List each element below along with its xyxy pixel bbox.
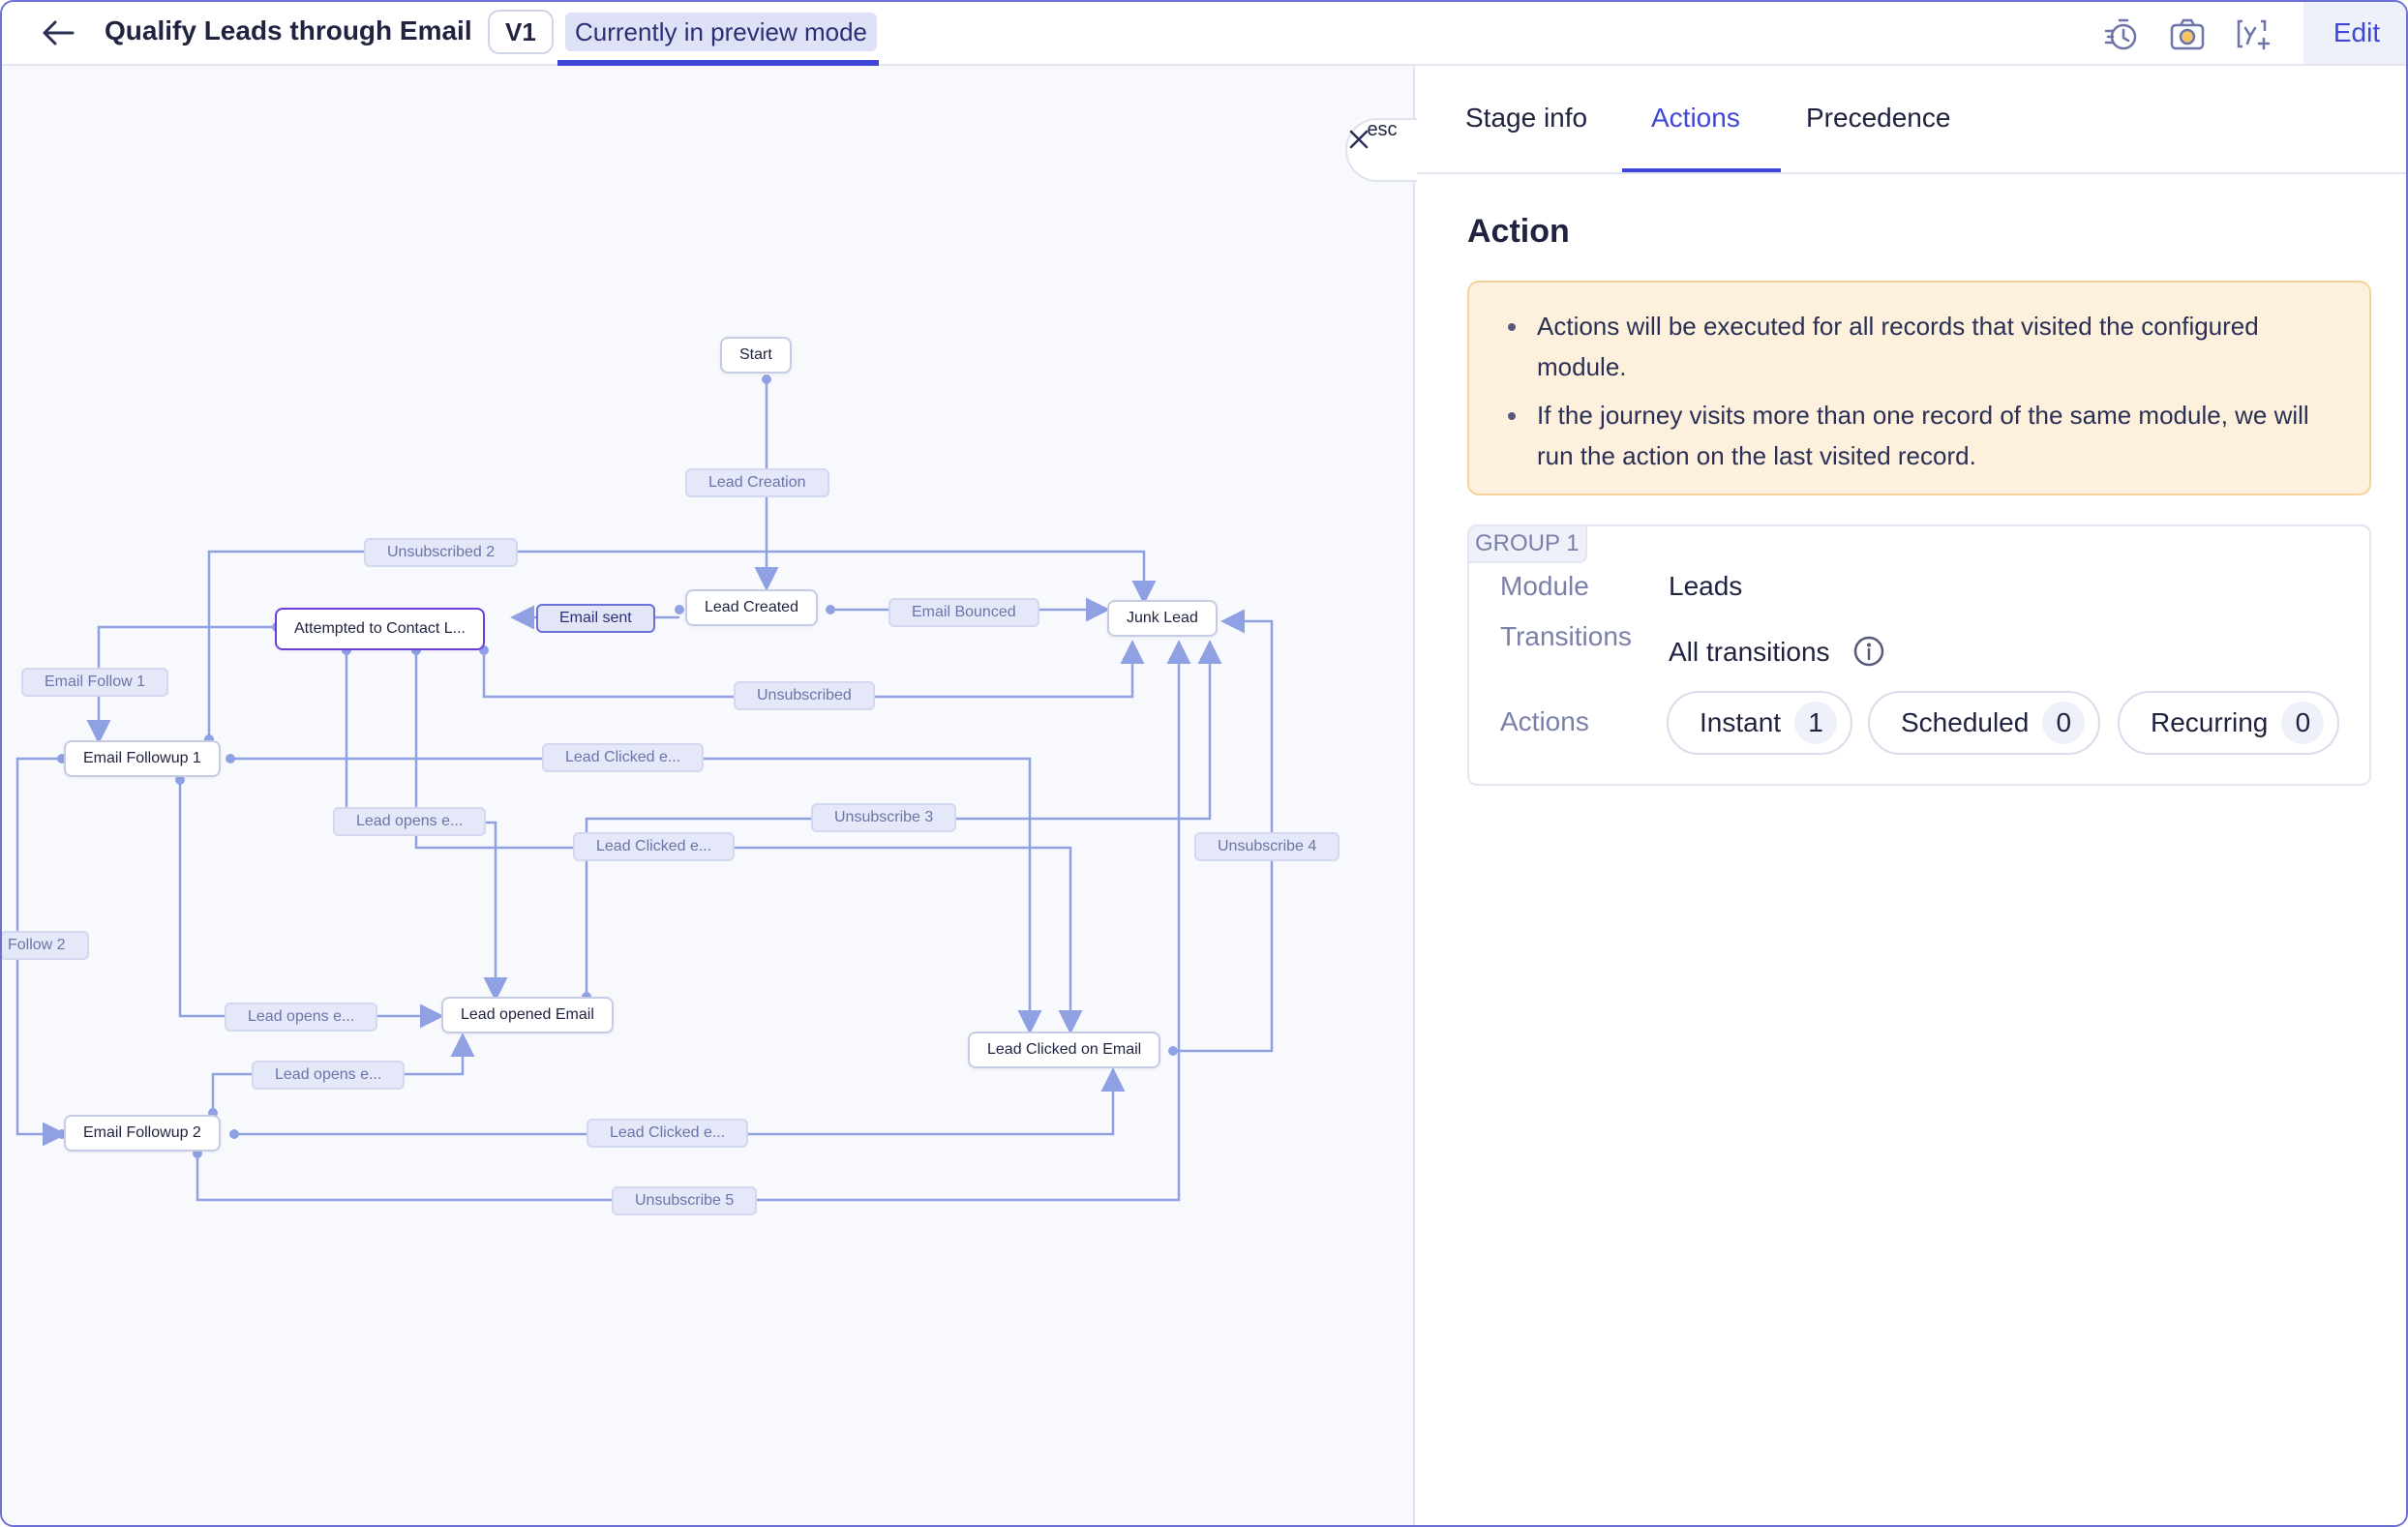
edit-button[interactable]: Edit [2303, 2, 2408, 64]
node-start[interactable]: Start [720, 337, 792, 374]
edge-label[interactable]: Follow 2 [0, 931, 89, 960]
connector-lines [2, 66, 1415, 1527]
instant-actions-button[interactable]: Instant 1 [1667, 691, 1852, 755]
action-group: GROUP 1 Module Leads Transitions All tra… [1467, 524, 2371, 786]
close-panel-button[interactable]: esc [1345, 118, 1417, 182]
edge-label[interactable]: Unsubscribe 5 [612, 1186, 757, 1215]
node-lead-clicked-on-email[interactable]: Lead Clicked on Email [968, 1032, 1160, 1068]
edge-label[interactable]: Lead opens e... [333, 807, 486, 836]
edge-label[interactable]: Email sent [536, 604, 655, 633]
edge-label[interactable]: Lead Clicked e... [587, 1119, 748, 1148]
module-value: Leads [1669, 571, 1742, 602]
edge-label[interactable]: Lead Clicked e... [573, 832, 735, 861]
edge-label[interactable]: Email Bounced [888, 598, 1039, 627]
info-notice: Actions will be executed for all records… [1467, 281, 2371, 495]
page-title: Qualify Leads through Email [105, 15, 472, 46]
panel-tabs: Stage info Actions Precedence [1417, 66, 2408, 174]
tab-precedence[interactable]: Precedence [1806, 103, 1950, 134]
details-panel: Stage info Actions Precedence Action Act… [1417, 66, 2408, 1527]
edge-label[interactable]: Lead opens e... [252, 1061, 405, 1090]
pill-label: Recurring [2151, 707, 2268, 738]
scheduled-actions-button[interactable]: Scheduled 0 [1868, 691, 2100, 755]
node-junk-lead[interactable]: Junk Lead [1107, 600, 1218, 637]
group-tag: GROUP 1 [1469, 526, 1587, 563]
tab-stage-info[interactable]: Stage info [1465, 103, 1587, 134]
pill-count: 0 [2042, 702, 2085, 744]
pill-count: 1 [1794, 702, 1837, 744]
pill-count: 0 [2281, 702, 2324, 744]
preview-mode-badge: Currently in preview mode [565, 13, 877, 51]
version-badge[interactable]: V1 [488, 10, 554, 54]
node-email-followup-2[interactable]: Email Followup 2 [64, 1115, 221, 1152]
timer-button[interactable] [2100, 14, 2143, 56]
variable-icon [2234, 15, 2273, 54]
actions-label: Actions [1500, 706, 1589, 737]
edge-label[interactable]: Unsubscribe 3 [811, 803, 956, 832]
pill-label: Instant [1700, 707, 1781, 738]
edge-label[interactable]: Lead opens e... [225, 1003, 377, 1032]
close-icon [1347, 128, 1370, 151]
snapshot-button[interactable] [2166, 14, 2209, 56]
node-lead-opened-email[interactable]: Lead opened Email [441, 997, 614, 1033]
info-icon[interactable] [1852, 635, 1885, 668]
variables-button[interactable] [2232, 14, 2274, 56]
edge-label[interactable]: Unsubscribed [734, 681, 875, 710]
camera-icon [2168, 15, 2207, 54]
notice-item: Actions will be executed for all records… [1504, 306, 2340, 387]
edge-label[interactable]: Unsubscribed 2 [364, 538, 518, 567]
transitions-label: Transitions [1500, 621, 1632, 652]
journey-canvas[interactable]: Start Lead Created Junk Lead Attempted t… [2, 66, 1415, 1527]
tab-actions[interactable]: Actions [1651, 103, 1740, 134]
node-attempted-to-contact[interactable]: Attempted to Contact L... [275, 608, 485, 650]
timer-icon [2102, 15, 2141, 54]
edge-label[interactable]: Email Follow 1 [21, 668, 168, 697]
edge-label[interactable]: Lead Creation [685, 468, 829, 497]
edge-label[interactable]: Unsubscribe 4 [1194, 832, 1339, 861]
node-email-followup-1[interactable]: Email Followup 1 [64, 740, 221, 777]
edge-label[interactable]: Lead Clicked e... [542, 743, 704, 772]
top-bar: Qualify Leads through Email V1 Currently… [2, 2, 2408, 66]
active-tab-indicator [1622, 168, 1781, 172]
transitions-value: All transitions [1669, 637, 1830, 668]
pill-label: Scheduled [1901, 707, 2029, 738]
recurring-actions-button[interactable]: Recurring 0 [2118, 691, 2339, 755]
back-button[interactable] [37, 14, 79, 52]
section-title: Action [1467, 213, 1570, 251]
module-label: Module [1500, 571, 1589, 602]
notice-item: If the journey visits more than one reco… [1504, 395, 2340, 476]
node-lead-created[interactable]: Lead Created [685, 589, 818, 626]
back-arrow-icon [42, 20, 75, 45]
